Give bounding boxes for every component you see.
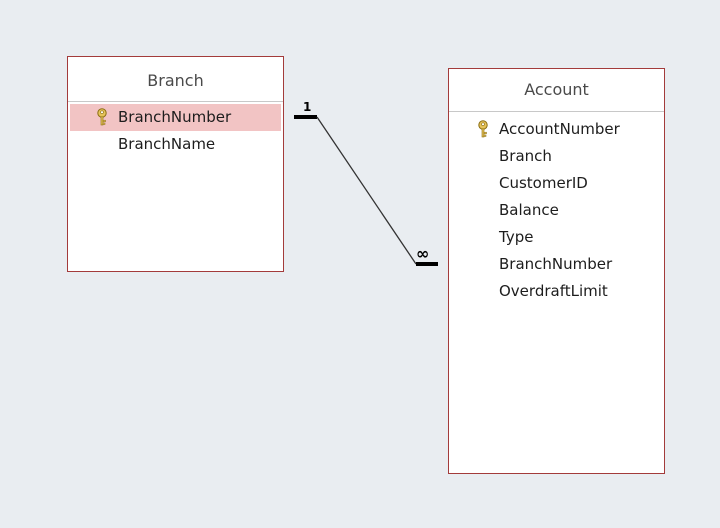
field-label: CustomerID [499, 174, 588, 192]
one-side-label: 1 [303, 100, 311, 114]
field-customerid[interactable]: CustomerID [451, 170, 662, 197]
table-title[interactable]: Branch [68, 57, 283, 102]
field-branchnumber[interactable]: BranchNumber [70, 104, 281, 131]
field-overdraftlimit[interactable]: OverdraftLimit [451, 278, 662, 305]
field-label: Balance [499, 201, 559, 219]
table-title[interactable]: Account [449, 69, 664, 112]
field-type[interactable]: Type [451, 224, 662, 251]
branch-table[interactable]: Branch BranchNumber BranchName [67, 56, 284, 272]
key-icon [97, 108, 107, 126]
key-icon [478, 120, 488, 138]
field-label: BranchNumber [118, 108, 232, 126]
field-label: BranchNumber [499, 255, 613, 273]
many-side-label: ∞ [416, 244, 429, 263]
field-label: Branch [499, 147, 552, 165]
account-table[interactable]: Account AccountNumber Branch CustomerID … [448, 68, 665, 474]
field-branchname[interactable]: BranchName [70, 131, 281, 158]
field-list: AccountNumber Branch CustomerID Balance … [449, 112, 664, 305]
field-label: BranchName [118, 135, 216, 153]
field-branch[interactable]: Branch [451, 143, 662, 170]
field-branchnumber[interactable]: BranchNumber [451, 251, 662, 278]
field-balance[interactable]: Balance [451, 197, 662, 224]
field-accountnumber[interactable]: AccountNumber [451, 116, 662, 143]
field-label: OverdraftLimit [499, 282, 608, 300]
field-label: Type [499, 228, 534, 246]
relationship-connector[interactable] [316, 116, 417, 265]
field-label: AccountNumber [499, 120, 620, 138]
field-list: BranchNumber BranchName [68, 102, 283, 158]
